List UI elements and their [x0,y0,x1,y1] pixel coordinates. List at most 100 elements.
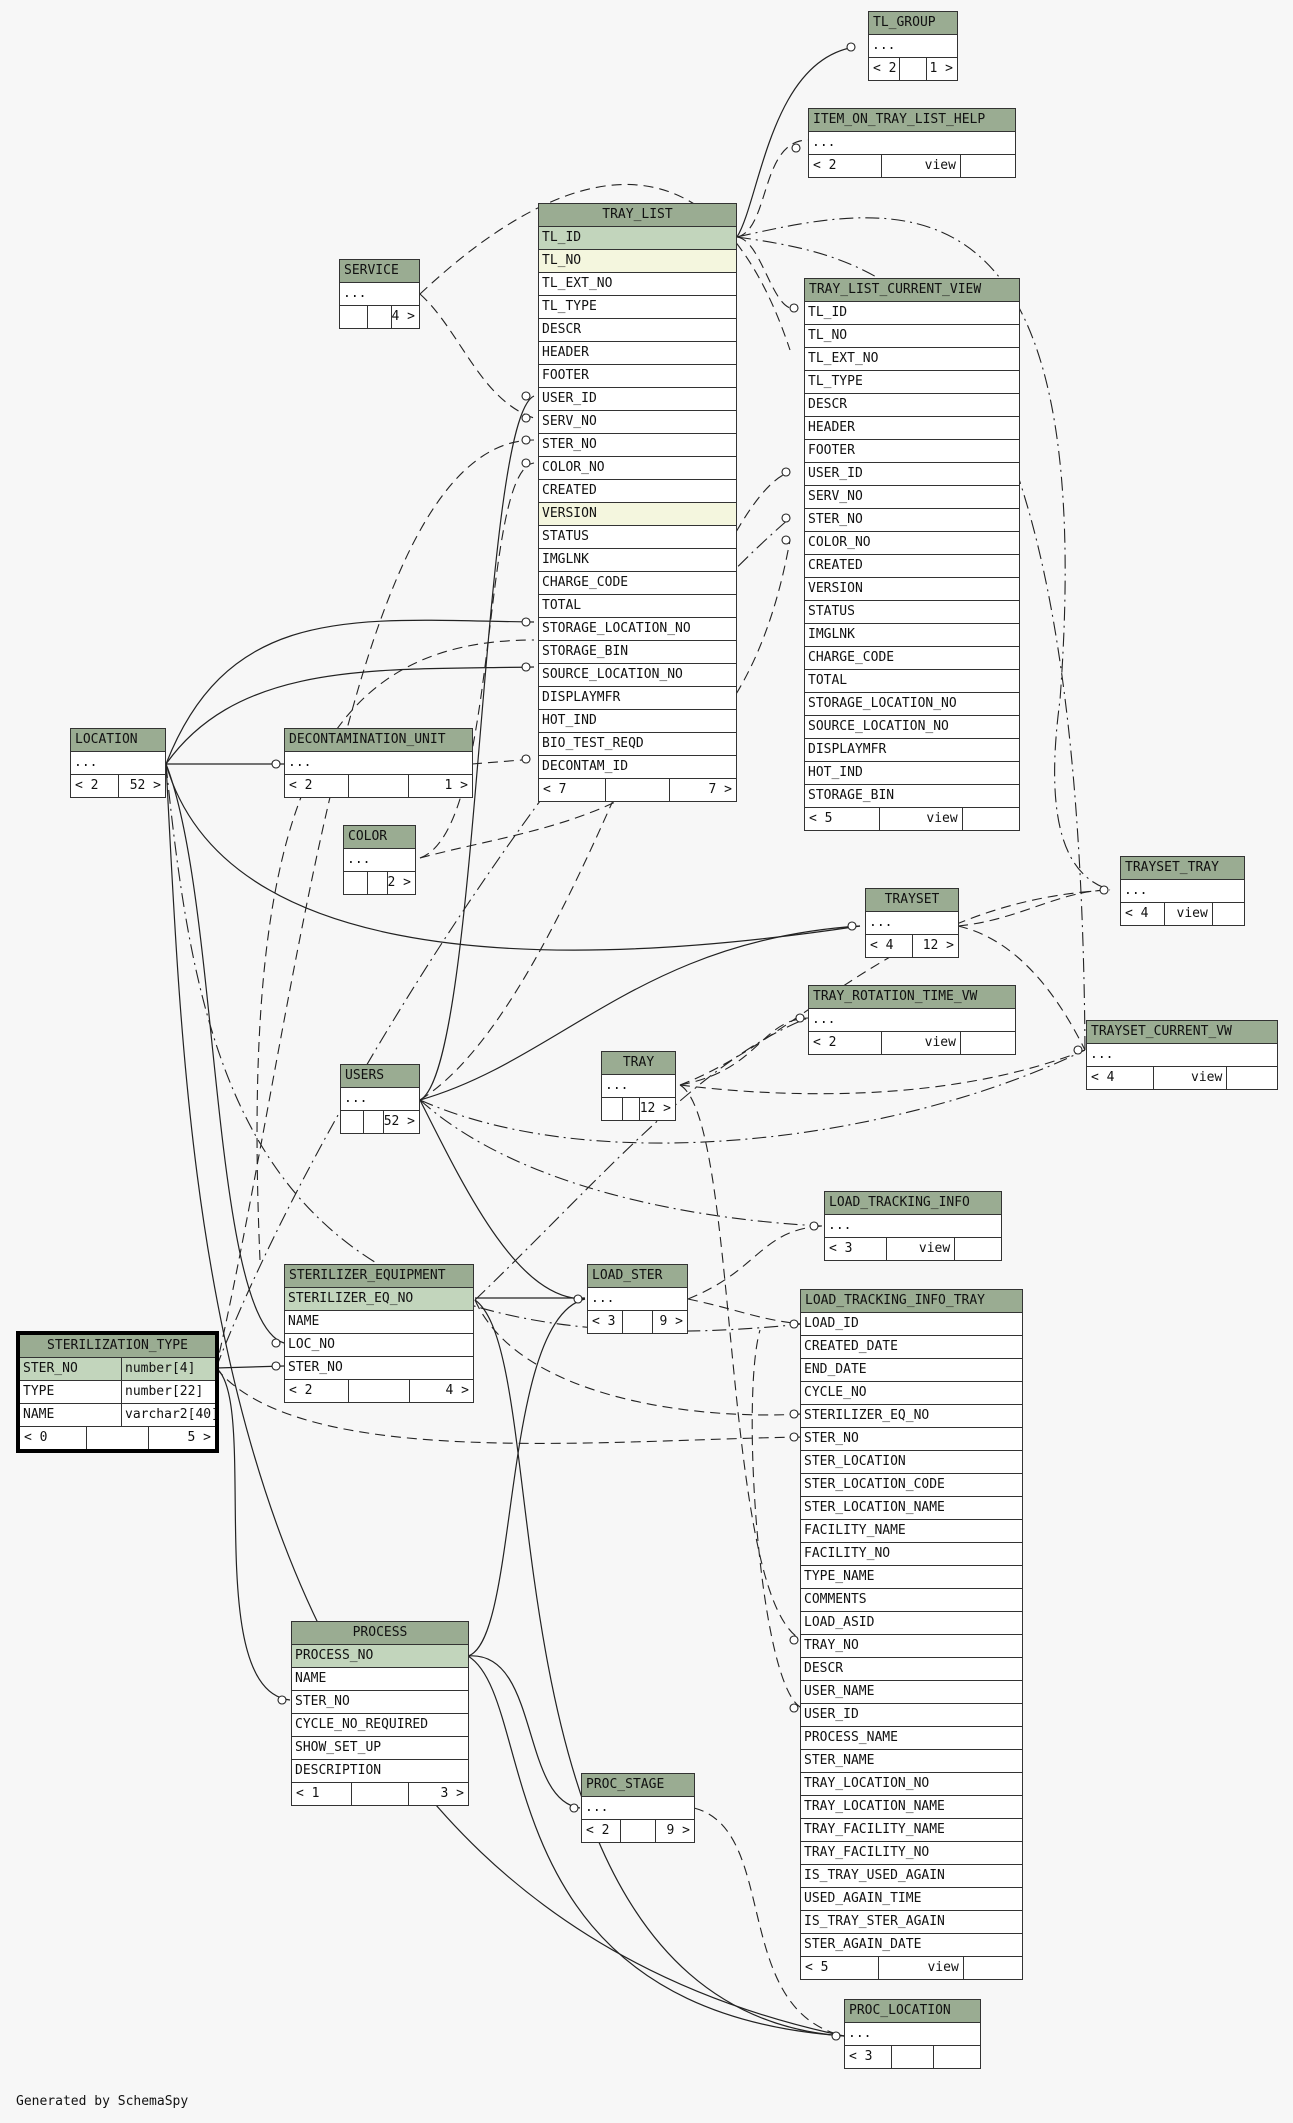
table-title[interactable]: TRAY [602,1052,675,1075]
table-title[interactable]: TRAYSET_TRAY [1121,857,1244,880]
parents-count[interactable]: < 7 [539,779,607,801]
children-count[interactable]: 7 > [708,782,732,797]
table-load-tracking-info-tray[interactable]: LOAD_TRACKING_INFO_TRAY LOAD_ID CREATED_… [800,1289,1023,1980]
parents-count[interactable]: < 2 [285,775,349,797]
children-count[interactable]: 12 > [922,938,954,953]
rel-ster-type-tray-list [215,439,535,1369]
table-title[interactable]: LOAD_TRACKING_INFO [825,1192,1001,1215]
table-title[interactable]: STERILIZER_EQUIPMENT [285,1265,473,1288]
parents-count[interactable]: < 3 [825,1238,888,1260]
rel-service-tray-list [419,293,535,419]
table-title[interactable]: PROC_STAGE [582,1774,694,1797]
table-title[interactable]: STERILIZATION_TYPE [20,1335,215,1358]
table-tray-list-current-view[interactable]: TRAY_LIST_CURRENT_VIEW TL_ID TL_NO TL_EX… [804,278,1020,831]
children-count[interactable]: 4 > [445,1383,469,1398]
table-proc-location[interactable]: PROC_LOCATION ... < 3 [844,1999,981,2069]
rel-users-trayset [419,925,861,1101]
children-count[interactable]: 52 > [383,1114,415,1129]
children-count[interactable] [934,2046,980,2068]
table-process[interactable]: PROCESS PROCESS_NO NAME STER_NO CYCLE_NO… [291,1621,469,1806]
children-count[interactable]: 12 > [639,1101,671,1116]
children-count[interactable]: 5 > [187,1430,212,1445]
crow-marker [831,2031,841,2041]
children-count[interactable]: 52 > [129,778,161,793]
crow-marker [521,754,531,764]
parents-count[interactable]: < 4 [1121,903,1165,925]
parents-count[interactable]: < 2 [71,775,119,797]
children-count[interactable]: 1 > [929,61,953,76]
parents-count[interactable] [341,1111,365,1133]
children-count[interactable]: 9 > [666,1823,690,1838]
parents-count[interactable]: < 4 [1087,1067,1155,1089]
table-title[interactable]: LOAD_STER [588,1265,687,1288]
parents-count[interactable]: < 3 [845,2046,892,2068]
table-title[interactable]: SERVICE [340,260,419,283]
parents-count[interactable]: < 4 [866,935,913,957]
table-tray-list[interactable]: TRAY_LIST TL_ID TL_NO TL_EXT_NO TL_TYPE … [538,203,737,802]
table-title[interactable]: USERS [341,1065,419,1088]
table-title[interactable]: TRAY_LIST [539,204,736,227]
parents-count[interactable]: < 1 [292,1783,353,1805]
table-title[interactable]: LOCATION [71,729,165,752]
table-title[interactable]: TRAYSET_CURRENT_VW [1087,1021,1277,1044]
table-title[interactable]: PROC_LOCATION [845,2000,980,2023]
rel-location-trayset [165,763,861,951]
crow-marker [847,921,857,931]
table-title[interactable]: TRAYSET [866,889,958,912]
parents-count[interactable]: < 2 [809,155,882,177]
column-name: HOT_IND [542,713,597,728]
parents-count[interactable]: < 2 [809,1032,882,1054]
table-sterilizer-equipment[interactable]: STERILIZER_EQUIPMENT STERILIZER_EQ_NO NA… [284,1264,474,1403]
table-tray[interactable]: TRAY ... 12 > [601,1051,676,1121]
table-title[interactable]: DECONTAMINATION_UNIT [285,729,472,752]
children-count[interactable]: 9 > [659,1314,684,1329]
table-service[interactable]: SERVICE ... 4 > [339,259,420,329]
column-name: IMGLNK [808,627,855,642]
parents-count[interactable]: < 5 [801,1957,879,1979]
column-name: IS_TRAY_USED_AGAIN [804,1868,945,1883]
table-title[interactable]: LOAD_TRACKING_INFO_TRAY [801,1290,1022,1313]
table-title[interactable]: PROCESS [292,1622,468,1645]
parents-count[interactable]: < 2 [285,1380,350,1402]
parents-count[interactable]: < 5 [805,808,881,830]
crow-marker [521,413,531,423]
parents-count[interactable]: < 0 [20,1427,87,1449]
parents-count[interactable]: < 2 [869,58,900,80]
parents-count[interactable]: < 3 [588,1311,623,1333]
column-name: TRAY_FACILITY_NO [804,1845,930,1860]
table-title[interactable]: COLOR [344,826,415,849]
column-name: TL_EXT_NO [542,276,613,291]
table-title[interactable]: TRAY_LIST_CURRENT_VIEW [805,279,1019,302]
table-title[interactable]: TL_GROUP [869,12,957,35]
children-count[interactable]: 4 > [391,309,416,324]
table-color[interactable]: COLOR ... 2 > [343,825,416,895]
table-title[interactable]: ITEM_ON_TRAY_LIST_HELP [809,109,1015,132]
parents-count[interactable] [340,306,368,328]
children-count[interactable]: 2 > [387,875,412,890]
rel-users-current [419,1049,1086,1144]
children-count[interactable]: 1 > [444,778,468,793]
parents-count[interactable]: < 2 [582,1820,621,1842]
column-name: FACILITY_NAME [804,1523,906,1538]
crow-marker [781,513,791,523]
children-count[interactable]: 3 > [440,1786,464,1801]
table-title[interactable]: TRAY_ROTATION_TIME_VW [809,986,1015,1009]
parents-count[interactable] [344,872,368,894]
column-name: COLOR_NO [808,535,871,550]
view-label: view [880,808,963,830]
column-name: SERV_NO [808,489,863,504]
parents-count[interactable] [602,1098,623,1120]
table-users[interactable]: USERS ... 52 > [340,1064,420,1134]
